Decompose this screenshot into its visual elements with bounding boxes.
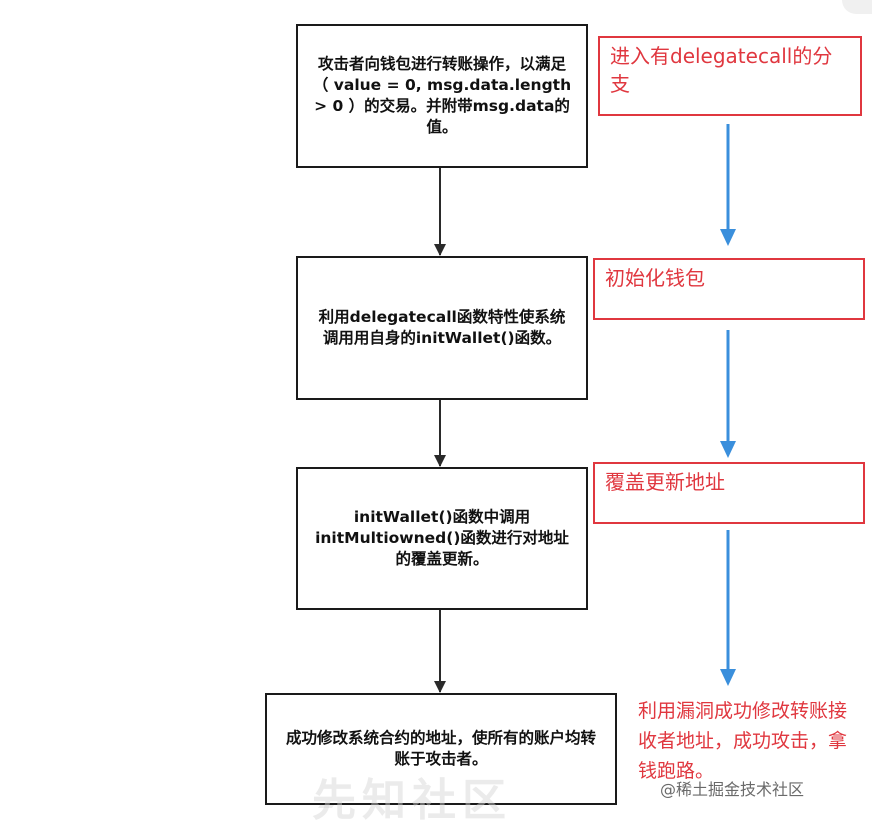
note-box-3: 覆盖更新地址 bbox=[593, 462, 865, 524]
flow-step-1-text: 攻击者向钱包进行转账操作，以满足（ value = 0, msg.data.le… bbox=[312, 55, 572, 136]
flow-step-3-text: initWallet()函数中调用initMultiowned()函数进行对地址… bbox=[315, 508, 569, 568]
corner-decoration bbox=[842, 0, 872, 14]
watermark-site: 先知社区 bbox=[312, 775, 512, 826]
note-4: 利用漏洞成功修改转账接收者地址，成功攻击，拿钱跑路。 bbox=[638, 696, 852, 786]
flow-step-4: 成功修改系统合约的地址，使所有的账户均转账于攻击者。 bbox=[265, 693, 617, 805]
note-2-text: 初始化钱包 bbox=[605, 266, 705, 290]
flow-arrowhead-3 bbox=[434, 681, 446, 693]
note-arrowhead-3 bbox=[720, 669, 736, 686]
watermark-source: @稀土掘金技术社区 bbox=[660, 780, 805, 799]
note-1-text: 进入有delegatecall的分支 bbox=[610, 44, 833, 96]
note-arrowhead-2 bbox=[720, 441, 736, 458]
note-box-1: 进入有delegatecall的分支 bbox=[598, 36, 862, 116]
flow-step-3: initWallet()函数中调用initMultiowned()函数进行对地址… bbox=[296, 467, 588, 610]
note-box-2: 初始化钱包 bbox=[593, 258, 865, 320]
flow-arrowhead-2 bbox=[434, 455, 446, 467]
flow-step-2-text: 利用delegatecall函数特性使系统调用用自身的initWallet()函… bbox=[318, 308, 566, 347]
flow-step-2: 利用delegatecall函数特性使系统调用用自身的initWallet()函… bbox=[296, 256, 588, 400]
note-3-text: 覆盖更新地址 bbox=[605, 470, 725, 494]
note-arrowhead-1 bbox=[720, 229, 736, 246]
note-4-text: 利用漏洞成功修改转账接收者地址，成功攻击，拿钱跑路。 bbox=[638, 700, 848, 782]
flow-step-1: 攻击者向钱包进行转账操作，以满足（ value = 0, msg.data.le… bbox=[296, 24, 588, 168]
flow-step-4-text: 成功修改系统合约的地址，使所有的账户均转账于攻击者。 bbox=[285, 729, 596, 768]
flow-arrowhead-1 bbox=[434, 244, 446, 256]
